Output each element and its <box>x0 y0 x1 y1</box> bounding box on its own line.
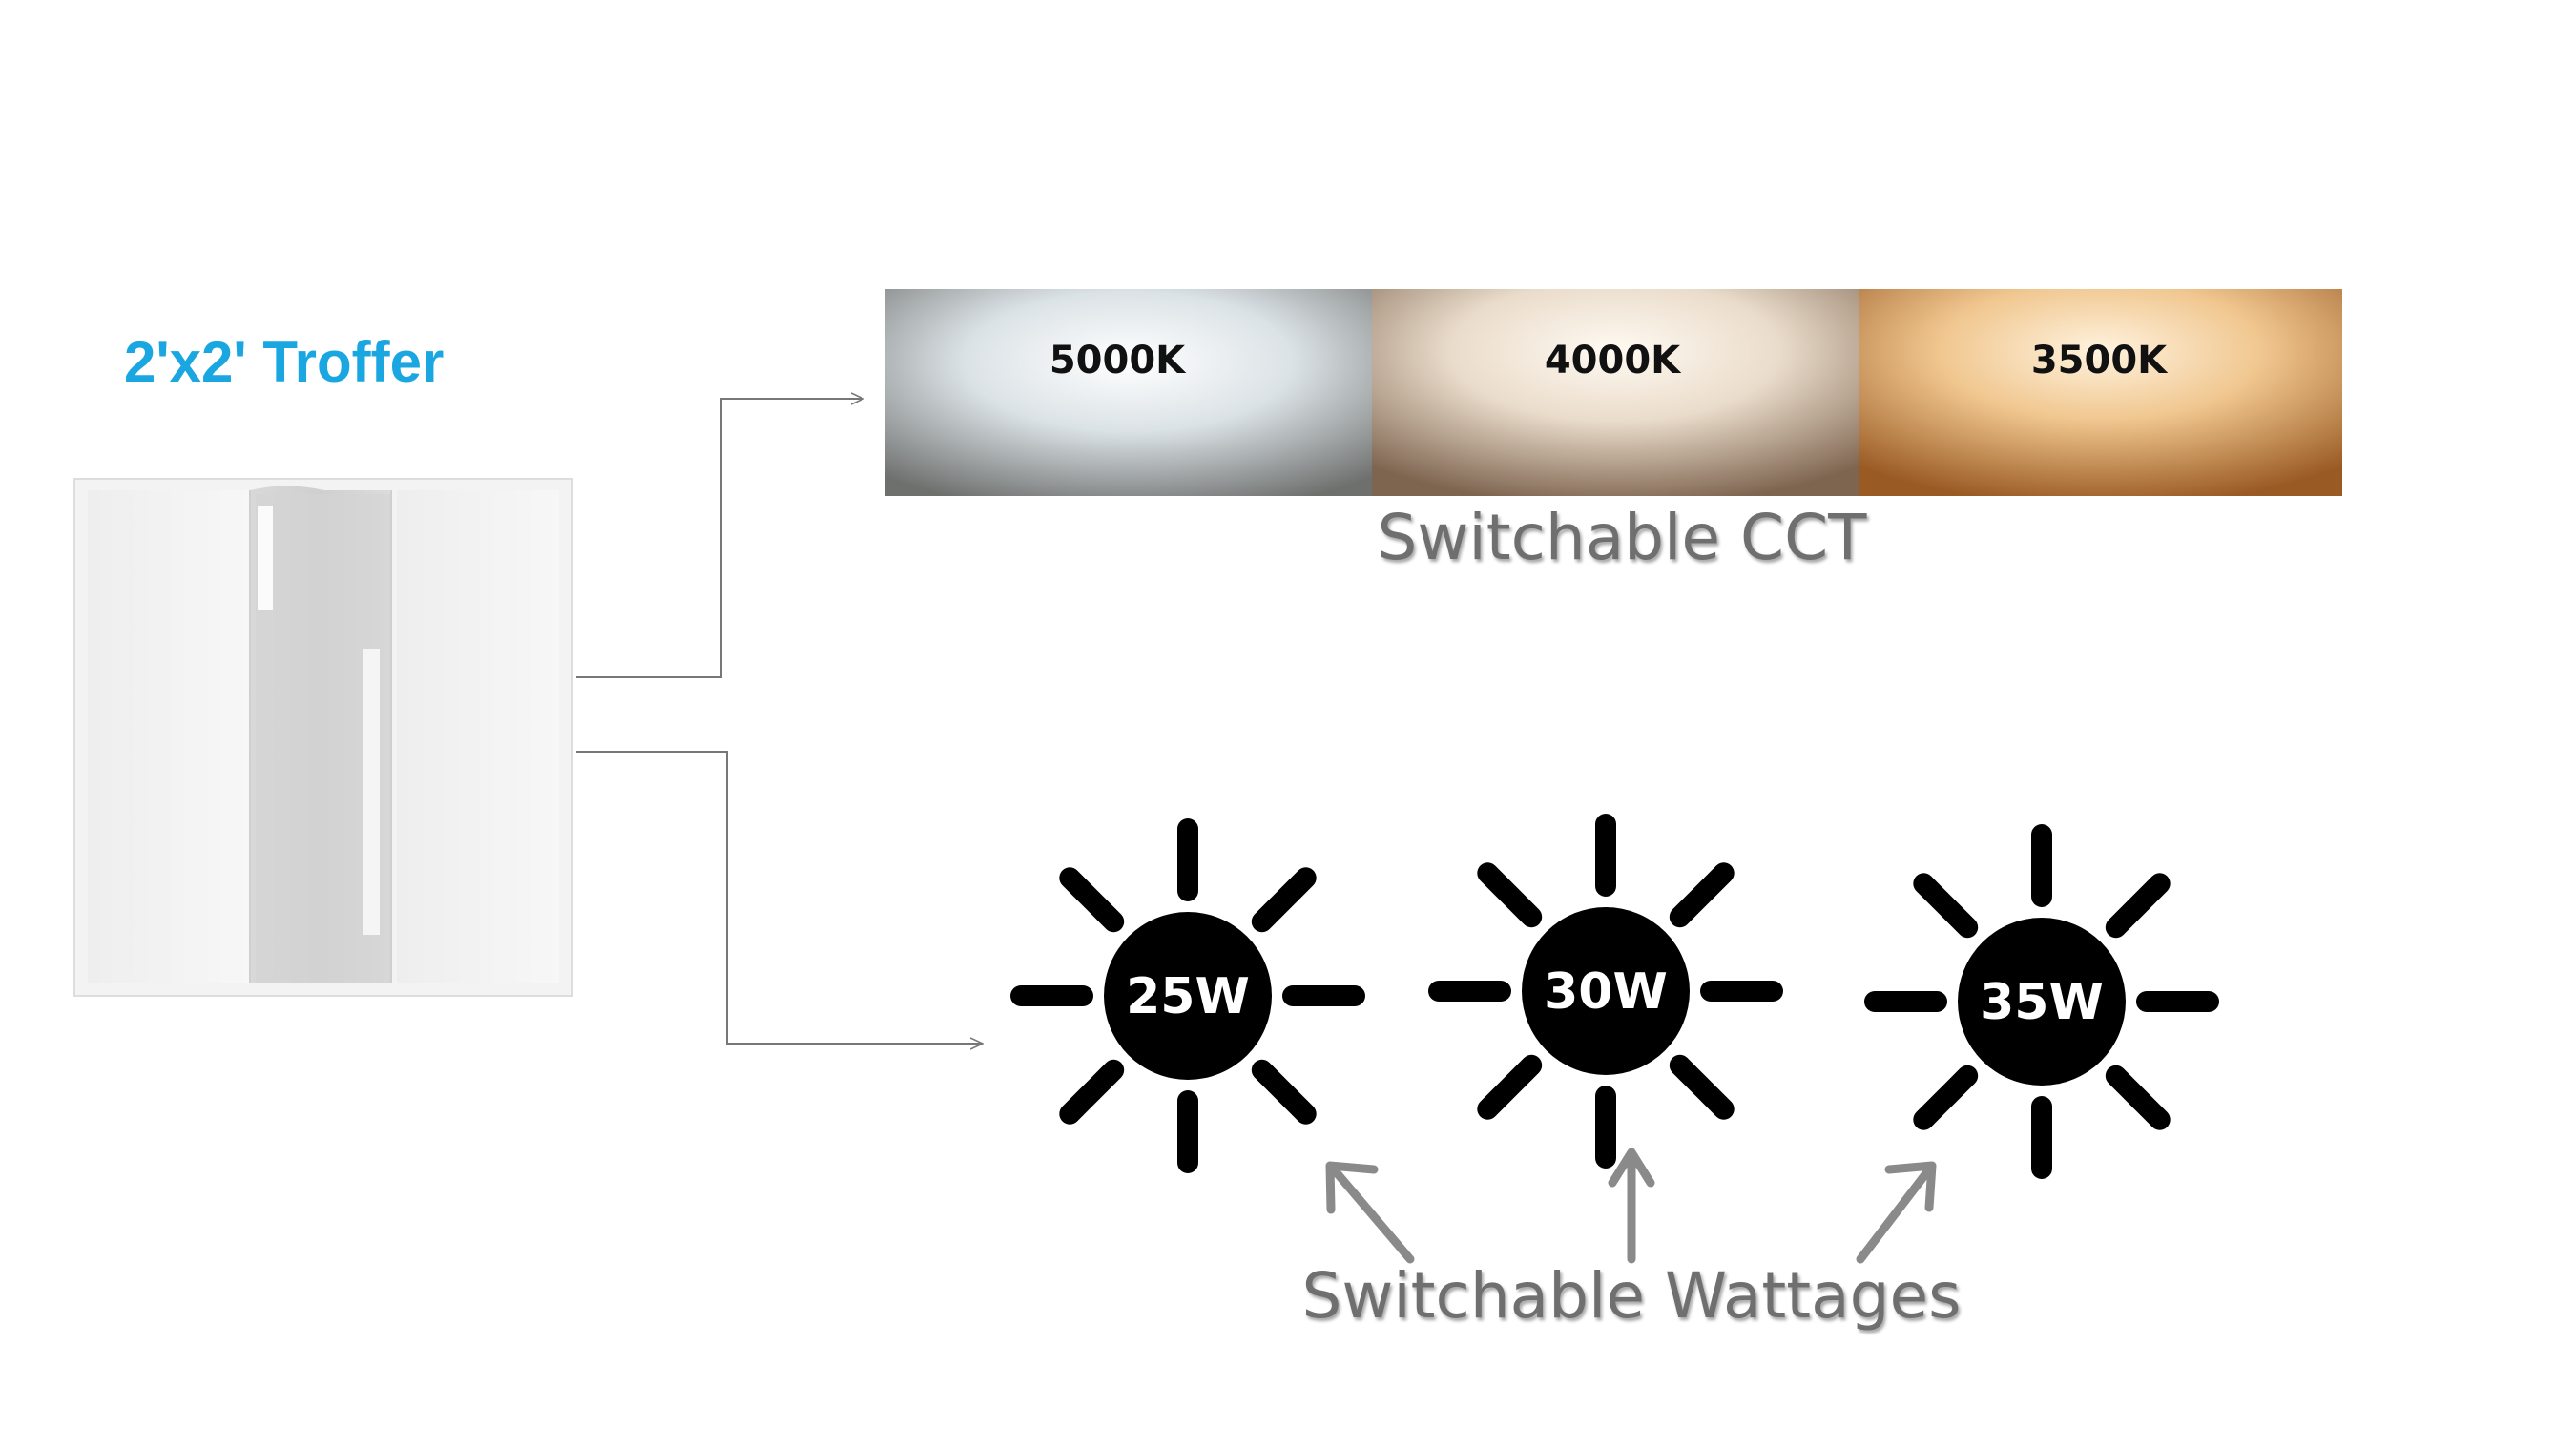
connector-arrow-icon <box>576 751 983 1044</box>
cct-label-3500k: 3500K <box>2030 339 2168 383</box>
sun-ray <box>1477 1054 1543 1120</box>
cct-label-5000k: 5000K <box>1049 339 1186 383</box>
product-title: 2'x2' Troffer <box>124 330 445 394</box>
sun-ray <box>1251 1059 1317 1125</box>
wattage-label: 30W <box>1544 963 1668 1021</box>
cct-swatch-4000k <box>1372 289 1859 496</box>
cct-swatch-3500k <box>1859 289 2342 496</box>
sun-ray <box>1477 862 1543 928</box>
sun-ray <box>1913 873 1979 939</box>
sun-icon-group: 25W 30W 35W <box>1010 814 2219 1179</box>
sun-ray <box>1251 867 1317 933</box>
sun-disc <box>1104 912 1272 1080</box>
sun-ray <box>1913 1065 1979 1130</box>
sun-icon: 35W <box>1864 824 2219 1179</box>
up-arrow-icon <box>1325 1161 1415 1264</box>
cct-swatch-5000k <box>885 289 1372 496</box>
sun-icon: 25W <box>1010 818 1365 1173</box>
sun-ray <box>1669 1054 1735 1120</box>
troffer-panel-image <box>73 478 573 997</box>
sun-ray <box>1059 867 1125 933</box>
up-arrow-icon <box>1856 1161 1937 1264</box>
sun-disc <box>1958 918 2126 1086</box>
wattage-label: 35W <box>1980 974 2104 1031</box>
wattage-label: 25W <box>1126 968 1250 1025</box>
sun-ray <box>2105 873 2171 939</box>
cct-caption: Switchable CCT <box>1377 501 1867 574</box>
sun-icon: 30W <box>1428 814 1783 1169</box>
sun-disc <box>1522 907 1690 1075</box>
up-arrow-icon <box>1608 1148 1655 1264</box>
cct-swatch-bar <box>885 289 2342 496</box>
wattage-caption: Switchable Wattages <box>1301 1259 1962 1333</box>
sun-ray <box>1059 1059 1125 1125</box>
connector-arrow-icon <box>576 399 863 678</box>
sun-ray <box>2105 1065 2171 1130</box>
cct-label-4000k: 4000K <box>1544 339 1681 383</box>
sun-ray <box>1669 862 1735 928</box>
